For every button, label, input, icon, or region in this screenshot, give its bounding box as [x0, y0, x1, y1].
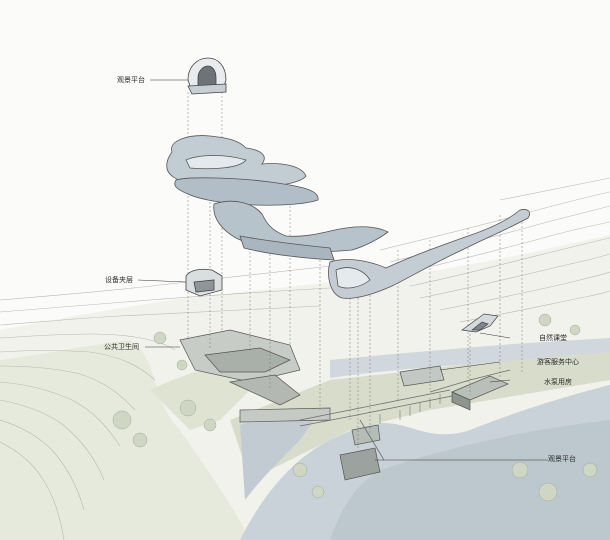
- roof-structure: [166, 135, 530, 299]
- trees: [112, 313, 598, 502]
- label-equipment-mezzanine: 设备夹层: [105, 276, 133, 284]
- label-viewing-platform-bottom: 观景平台: [548, 455, 576, 463]
- label-pump-room: 水泵用房: [544, 378, 572, 386]
- classroom-canopy: [461, 313, 499, 333]
- top-pavilion: [187, 57, 227, 95]
- label-visitor-center: 游客服务中心: [537, 358, 579, 366]
- label-nature-classroom: 自然课堂: [539, 334, 567, 342]
- label-public-restroom: 公共卫生间: [104, 343, 139, 351]
- leader-lines: [137, 79, 548, 461]
- label-viewing-platform-top: 观景平台: [117, 76, 145, 84]
- railing-posts: [379, 394, 441, 424]
- mezzanine-unit: [185, 268, 223, 297]
